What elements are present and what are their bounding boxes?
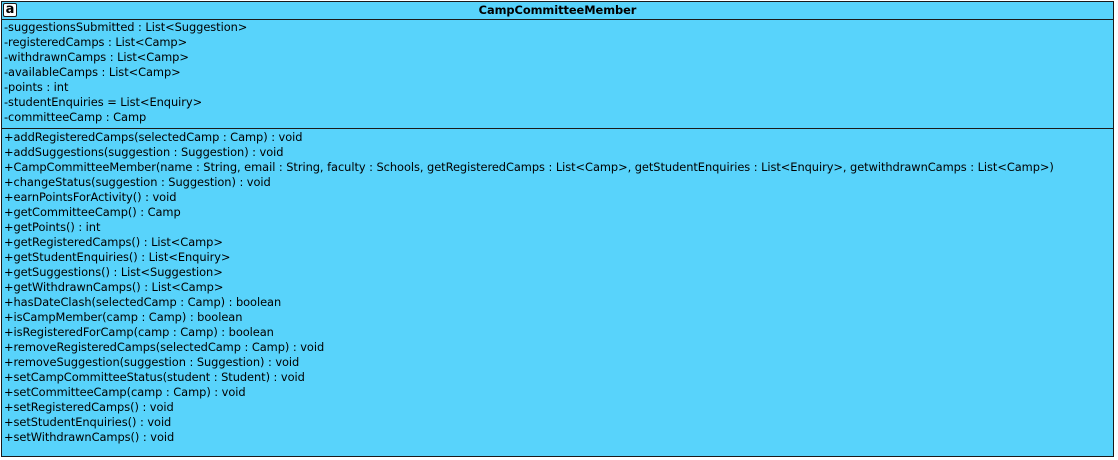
operation-row[interactable]: +getStudentEnquiries() : List<Enquiry> <box>4 250 231 264</box>
operation-row[interactable]: +getSuggestions() : List<Suggestion> <box>4 265 223 279</box>
attributes-compartment: -suggestionsSubmitted : List<Suggestion>… <box>2 20 1113 129</box>
operation-row[interactable]: +setRegisteredCamps() : void <box>4 400 174 414</box>
attribute-row[interactable]: -points : int <box>4 80 69 94</box>
operation-row[interactable]: +getWithdrawnCamps() : List<Camp> <box>4 280 224 294</box>
operation-row[interactable]: +setStudentEnquiries() : void <box>4 415 172 429</box>
operation-row[interactable]: +setWithdrawnCamps() : void <box>4 430 175 444</box>
operation-row[interactable]: +isRegisteredForCamp(camp : Camp) : bool… <box>4 325 274 339</box>
attribute-row[interactable]: -availableCamps : List<Camp> <box>4 65 181 79</box>
operation-row[interactable]: +getCommitteeCamp() : Camp <box>4 205 181 219</box>
class-header: a CampCommitteeMember <box>2 2 1113 20</box>
attribute-row[interactable]: -studentEnquiries = List<Enquiry> <box>4 95 203 109</box>
operation-row[interactable]: +getPoints() : int <box>4 220 101 234</box>
attribute-row[interactable]: -registeredCamps : List<Camp> <box>4 35 188 49</box>
operation-row[interactable]: +addSuggestions(suggestion : Suggestion)… <box>4 145 284 159</box>
class-name: CampCommitteeMember <box>478 3 637 17</box>
abstract-badge-icon: a <box>3 3 17 17</box>
operation-row[interactable]: +isCampMember(camp : Camp) : boolean <box>4 310 243 324</box>
operation-row[interactable]: +getRegisteredCamps() : List<Camp> <box>4 235 223 249</box>
operation-row[interactable]: +earnPointsForActivity() : void <box>4 190 177 204</box>
operation-row[interactable]: +removeRegisteredCamps(selectedCamp : Ca… <box>4 340 325 354</box>
operation-row[interactable]: +changeStatus(suggestion : Suggestion) :… <box>4 175 271 189</box>
attribute-row[interactable]: -committeeCamp : Camp <box>4 110 147 124</box>
attribute-row[interactable]: -withdrawnCamps : List<Camp> <box>4 50 189 64</box>
operation-row[interactable]: +setCampCommitteeStatus(student : Studen… <box>4 370 305 384</box>
operation-row[interactable]: +setCommitteeCamp(camp : Camp) : void <box>4 385 246 399</box>
operation-row[interactable]: +hasDateClash(selectedCamp : Camp) : boo… <box>4 295 282 309</box>
attribute-row[interactable]: -suggestionsSubmitted : List<Suggestion> <box>4 20 248 34</box>
operations-compartment: +addRegisteredCamps(selectedCamp : Camp)… <box>2 129 1113 445</box>
operation-row[interactable]: +addRegisteredCamps(selectedCamp : Camp)… <box>4 130 303 144</box>
operation-row[interactable]: +CampCommitteeMember(name : String, emai… <box>4 160 1054 174</box>
operation-row[interactable]: +removeSuggestion(suggestion : Suggestio… <box>4 355 300 369</box>
